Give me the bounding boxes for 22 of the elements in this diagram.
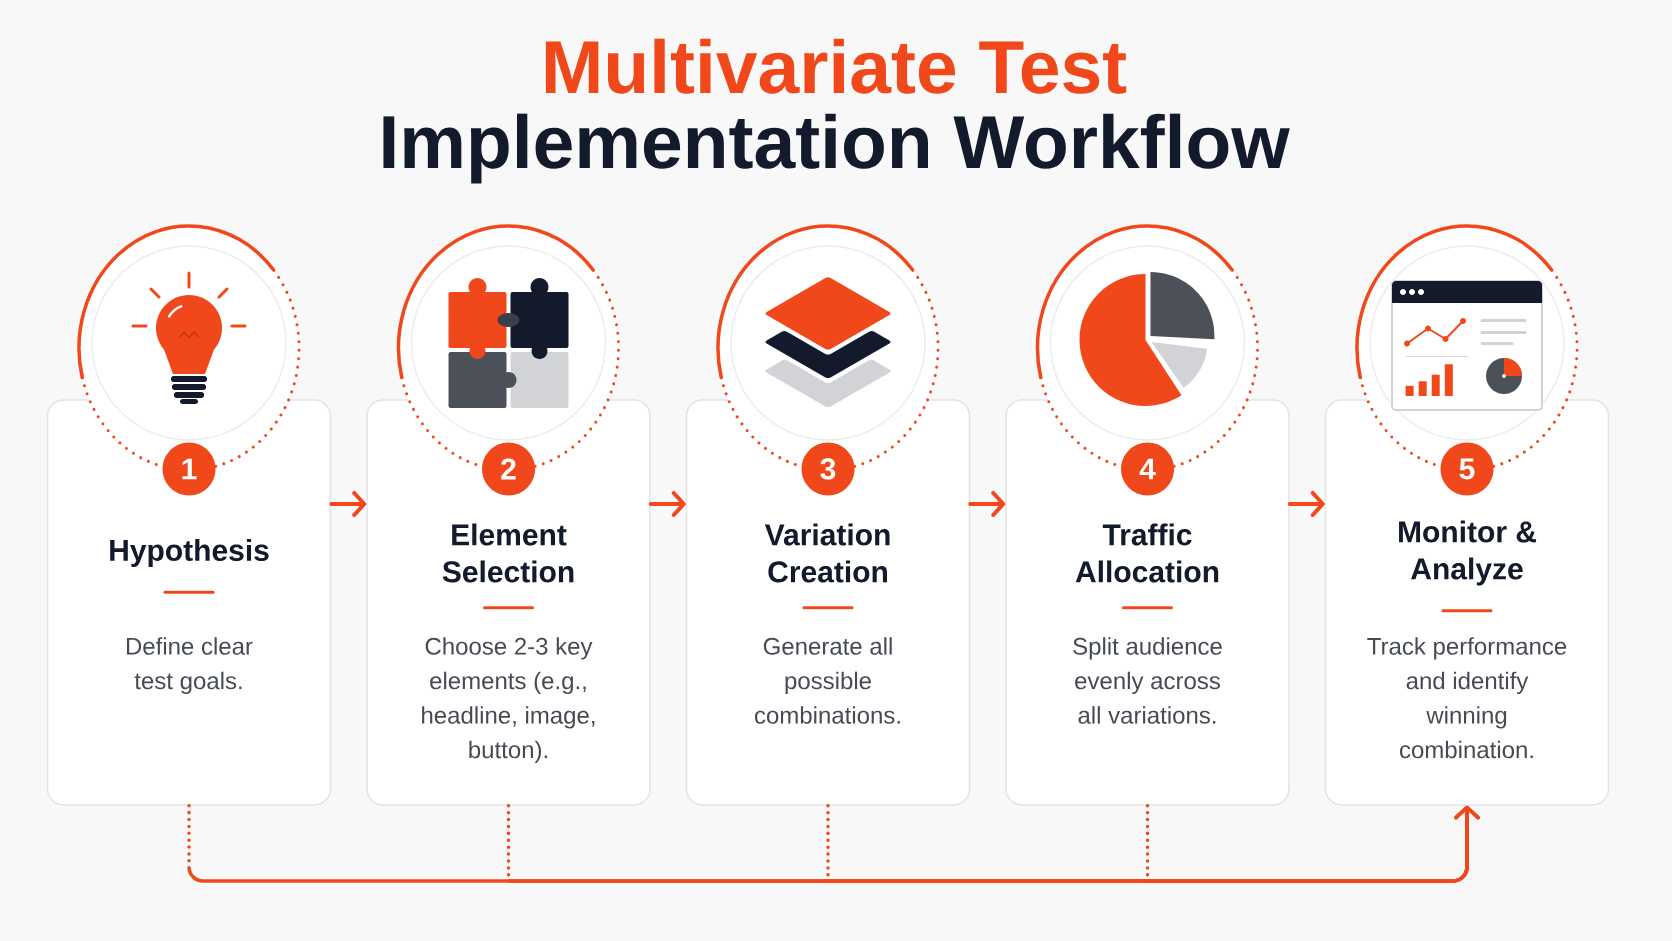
step-badge: 5 <box>1440 442 1494 496</box>
arrow <box>648 491 686 517</box>
card-title: Variation Creation <box>764 523 890 583</box>
card-description: Define clear test goals. <box>126 637 253 695</box>
step-badge: 1 <box>162 442 216 496</box>
arrow <box>968 491 1006 517</box>
arrow <box>1287 491 1325 517</box>
card-description: Choose 2-3 key elements (e.g., headline, image, button). <box>422 637 595 764</box>
card-title: Hypothesis <box>110 539 269 567</box>
feedback-arrow <box>1145 804 1480 883</box>
card-title: Element Selection <box>442 523 574 583</box>
card-description: Generate all possible combinations. <box>755 637 900 724</box>
arrow <box>329 491 367 517</box>
heading: Multivariate Test <box>545 38 1127 94</box>
step-badge: 4 <box>1121 442 1174 496</box>
card-title: Traffic Allocation <box>1075 523 1219 583</box>
heading: Implementation Workflow <box>383 113 1290 184</box>
card-description: Split audience evenly across all variations. <box>1073 637 1222 724</box>
card-description: Track performance and identify winning combination. <box>1367 637 1567 759</box>
step-badge: 3 <box>801 442 855 496</box>
card-title: Monitor & Analyze <box>1399 520 1537 586</box>
step-badge: 2 <box>482 442 535 496</box>
